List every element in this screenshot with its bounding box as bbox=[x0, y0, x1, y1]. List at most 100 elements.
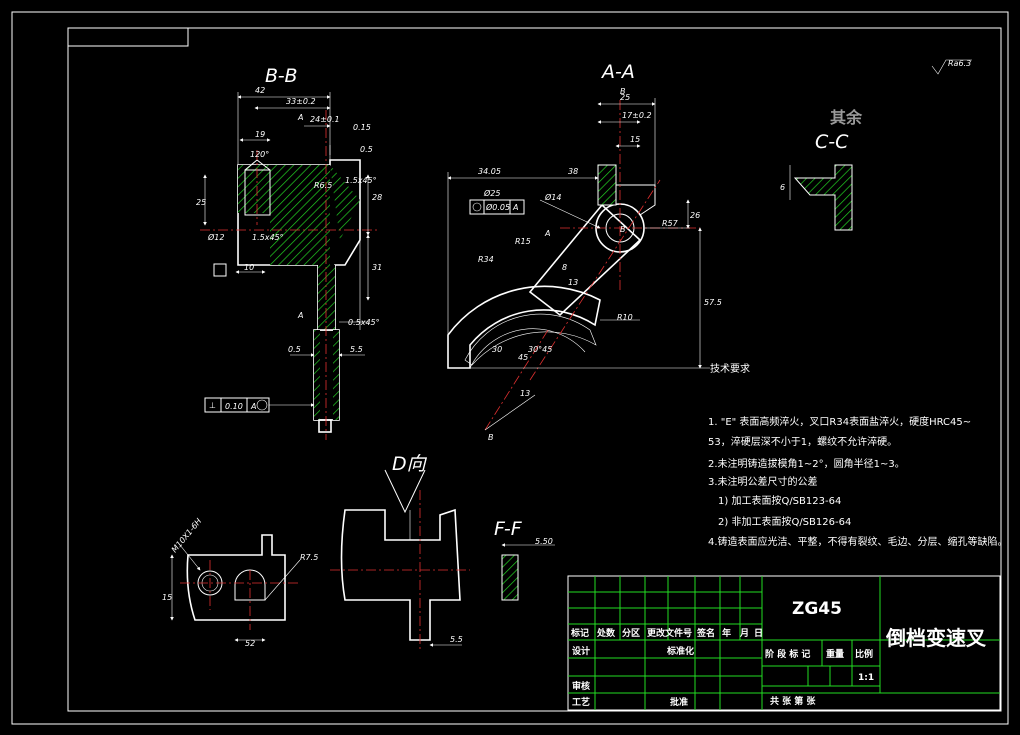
aa-fcf-ref: A bbox=[512, 203, 518, 212]
tech-line-6: 2) 非加工表面按Q/SB126-64 bbox=[718, 515, 851, 528]
aa-dim-r10: R10 bbox=[617, 313, 633, 322]
view-aa: A-A B 34.05 38 25 17±0.2 bbox=[447, 61, 722, 442]
d-dim-thread: M10X1-6H bbox=[170, 517, 204, 555]
tech-line-7: 4.铸造表面应光洁、平整，不得有裂纹、毛边、分层、缩孔等缺陷。 bbox=[708, 535, 1008, 548]
aa-dim-r57: R57 bbox=[662, 219, 679, 228]
tech-line-5: 1) 加工表面按Q/SB123-64 bbox=[718, 494, 841, 507]
tb-cell-4: 签名 bbox=[696, 627, 715, 639]
svg-text:A: A bbox=[297, 113, 303, 122]
aa-dim-34: 34.05 bbox=[478, 167, 501, 176]
cc-dim-6: 6 bbox=[780, 183, 785, 192]
bb-dim-c45: 1.5x45° bbox=[345, 176, 377, 185]
corner-box bbox=[67, 27, 189, 47]
cc-title: C-C bbox=[815, 131, 849, 153]
bb-fcf-ref: A bbox=[250, 402, 256, 411]
bb-fcf-symbol: ⊥ bbox=[209, 401, 216, 410]
bb-dim-12: Ø12 bbox=[207, 232, 224, 242]
bb-dim-19: 19 bbox=[255, 130, 265, 139]
tb-scale-value: 1:1 bbox=[858, 673, 874, 683]
tb-cell-3: 更改文件号 bbox=[647, 627, 692, 639]
bb-dim-05: 0.5 bbox=[360, 145, 373, 154]
bb-title: B-B bbox=[265, 65, 298, 87]
aa-dim-45: 45 bbox=[518, 353, 528, 362]
inner-frame bbox=[67, 27, 1002, 712]
view-bottom-left: M10X1-6H 15 R7.5 52 bbox=[162, 517, 318, 648]
outer-frame bbox=[11, 11, 1009, 725]
bb-dim-c1545: 1.5x45° bbox=[252, 233, 284, 242]
tb-cell-7: 日 bbox=[754, 628, 763, 639]
svg-text:B: B bbox=[620, 225, 626, 234]
bb-dim-flat: 0.15 bbox=[353, 123, 371, 132]
d-dim-55: 5.5 bbox=[450, 635, 463, 644]
tb-cell-1: 处数 bbox=[596, 627, 616, 639]
bb-fcf-tol: 0.10 bbox=[225, 402, 243, 411]
d-dim-r75: R7.5 bbox=[300, 553, 318, 562]
tb-sheets: 共 张 第 张 bbox=[770, 695, 816, 707]
tech-line-3: 2.未注明铸造拔模角1~2°，圆角半径1~3。 bbox=[708, 457, 905, 470]
svg-text:B: B bbox=[620, 87, 626, 96]
tb-standard: 标准化 bbox=[666, 645, 694, 657]
aa-dim-ang: 30°45 bbox=[528, 345, 552, 354]
aa-dim-30: 30 bbox=[492, 345, 502, 354]
bb-dim-120: 120° bbox=[250, 150, 269, 159]
aa-dim-38: 38 bbox=[568, 167, 578, 176]
d-title: D向 bbox=[392, 453, 428, 475]
aa-dim-8: 8 bbox=[562, 263, 567, 272]
bb-dim-10: 10 bbox=[244, 263, 254, 272]
aa-dim-13: 13 bbox=[568, 278, 578, 287]
tb-cell-0: 标记 bbox=[570, 627, 589, 639]
bb-dim-r6: R6.5 bbox=[314, 181, 332, 190]
tech-line-2: 53，淬硬层深不小于1，螺纹不允许淬硬。 bbox=[708, 435, 897, 448]
aa-fcf-tol: Ø0.05 bbox=[485, 202, 510, 212]
d-dim-15: 15 bbox=[162, 593, 172, 602]
tech-line-4: 3.未注明公差尺寸的公差 bbox=[708, 475, 818, 488]
view-bb: B-B 42 33±0.2 24±0 bbox=[196, 65, 382, 440]
aa-dim-15: 15 bbox=[630, 135, 640, 144]
tb-approve: 批准 bbox=[670, 696, 688, 708]
view-d: D向 5.5 bbox=[330, 453, 470, 650]
tech-requirements: 技术要求 1. "E" 表面高频淬火，叉口R34表面盐淬火，硬度HRC45~ 5… bbox=[708, 362, 1008, 548]
bb-dim-55: 5.5 bbox=[350, 345, 363, 354]
bb-dim-24: 24±0.1 bbox=[310, 115, 340, 124]
rest-note: 其余 bbox=[830, 108, 863, 127]
tb-cell-2: 分区 bbox=[622, 627, 640, 639]
aa-dim-25: 25 bbox=[620, 93, 630, 102]
tb-scale-label: 比例 bbox=[855, 648, 873, 660]
bb-dim-31: 31 bbox=[372, 263, 382, 272]
svg-text:Ra6.3: Ra6.3 bbox=[948, 59, 971, 68]
tb-cell-6: 月 bbox=[739, 628, 749, 639]
view-cc: C-C 6 bbox=[780, 131, 853, 231]
view-ff: F-F 5.50 bbox=[494, 518, 555, 601]
ff-title: F-F bbox=[494, 518, 523, 540]
tech-heading: 技术要求 bbox=[710, 362, 750, 375]
aa-dim-r34: R34 bbox=[478, 255, 494, 264]
bb-dim-c0545: 0.5x45° bbox=[348, 318, 380, 327]
tech-line-1: 1. "E" 表面高频淬火，叉口R34表面盐淬火，硬度HRC45~ bbox=[708, 415, 971, 428]
aa-dim-dia25: Ø25 bbox=[483, 188, 500, 198]
aa-dim-r15: R15 bbox=[515, 237, 531, 246]
tb-weight-label: 重量 bbox=[826, 648, 844, 660]
aa-dim-575: 57.5 bbox=[704, 298, 722, 307]
tb-cell-5: 年 bbox=[722, 627, 731, 639]
ff-dim-550: 5.50 bbox=[535, 537, 553, 546]
title-block: 标记 处数 分区 更改文件号 签名 年 月 日 设计 标准化 审核 工艺 批准 … bbox=[567, 575, 1001, 711]
aa-dim-dia14: Ø14 bbox=[544, 192, 561, 202]
aa-dim-26: 26 bbox=[690, 211, 700, 220]
tb-process: 工艺 bbox=[572, 696, 590, 708]
aa-title: A-A bbox=[600, 61, 635, 83]
tb-check: 审核 bbox=[572, 680, 590, 692]
d-dim-52: 52 bbox=[245, 639, 255, 648]
tb-material: ZG45 bbox=[792, 599, 842, 619]
aa-dim-17: 17±0.2 bbox=[622, 111, 652, 120]
svg-text:A: A bbox=[544, 229, 550, 238]
roughness-symbol: Ra6.3 bbox=[931, 59, 972, 75]
svg-text:B: B bbox=[488, 433, 494, 442]
bb-dim-28: 28 bbox=[372, 193, 382, 202]
bb-dim-42: 42 bbox=[255, 86, 265, 95]
tb-design: 设计 bbox=[572, 645, 590, 657]
tb-part-name: 倒档变速叉 bbox=[885, 626, 987, 650]
bb-dim-25: 25 bbox=[196, 198, 206, 207]
svg-text:A: A bbox=[297, 311, 303, 320]
aa-dim-13b: 13 bbox=[520, 389, 530, 398]
